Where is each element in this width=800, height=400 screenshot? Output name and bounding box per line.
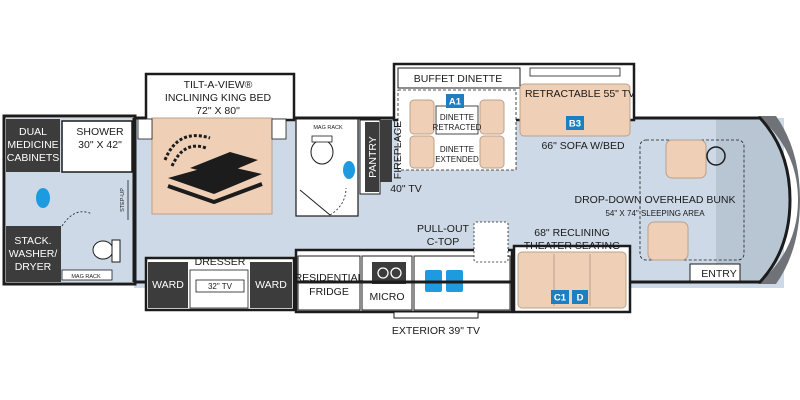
dinette-chair-3 [409, 135, 435, 169]
ward-left-box [148, 262, 188, 308]
badge-b3: B3 [569, 119, 581, 130]
rear-toilet-tank [111, 239, 121, 263]
retractable-tv-box [529, 67, 621, 77]
label-entry: ENTRY [701, 268, 736, 280]
label-fridge-1: RESIDENTIAL [295, 272, 364, 284]
bedroom-slide [144, 72, 296, 122]
burner-1 [377, 267, 389, 279]
driver-seat [665, 139, 707, 179]
dresser-tv-box [195, 279, 245, 293]
label-pantry: PANTRY [367, 136, 379, 178]
label-reclining-1: 68" RECLINING [534, 227, 610, 239]
label-bed-1: TILT-A-VIEW® [184, 79, 253, 91]
label-retractable-tv: RETRACTABLE 55" TV [525, 88, 635, 100]
mid-door-swing [299, 189, 331, 216]
label-stack-1: STACK. [14, 235, 51, 247]
label-shower-1: SHOWER [76, 126, 124, 138]
label-bed-3: 72" X 80" [196, 105, 240, 117]
ward-right-box [250, 262, 292, 308]
rear-toilet [92, 240, 114, 260]
pullout-ctop [473, 221, 509, 263]
washer-dryer [6, 226, 61, 282]
badge-c1-box [551, 290, 569, 304]
steering-wheel [706, 146, 726, 166]
mid-toilet [310, 139, 334, 165]
label-tv-40: 40" TV [390, 183, 422, 195]
label-stack-3: DRYER [15, 261, 52, 273]
shower [61, 120, 133, 173]
dinette-chair-4 [479, 135, 505, 169]
label-fridge-2: FRIDGE [309, 286, 349, 298]
label-dual-medicine-1: DUAL [19, 126, 47, 138]
label-bunk-2: 54" X 74" SLEEPING AREA [605, 209, 705, 218]
exterior-tv-box [393, 311, 479, 319]
dinette-chair-2 [479, 99, 505, 135]
bed-pillow-left [137, 118, 153, 140]
label-ward-left: WARD [152, 279, 184, 291]
label-micro: MICRO [370, 291, 405, 303]
badge-b3-box [566, 116, 584, 130]
label-bunk-1: DROP-DOWN OVERHEAD BUNK [574, 194, 735, 206]
label-mag-rack-bath: MAG RACK [313, 125, 343, 131]
label-dinette-retracted-1: DINETTE [440, 113, 474, 122]
medicine-cabinets [6, 119, 60, 172]
label-dresser: DRESSER [195, 256, 246, 268]
passenger-seat [647, 221, 689, 261]
theater-seats [517, 251, 627, 309]
label-tv-32: 32" TV [208, 282, 233, 291]
exterior-wall [134, 116, 792, 284]
cooktop [372, 262, 406, 284]
label-ward-right: WARD [255, 279, 287, 291]
badge-c1: C1 [554, 293, 567, 304]
badge-a1-box [446, 94, 464, 108]
label-dinette-retracted-2: RETRACTED [433, 123, 482, 132]
label-mag-rack-left: MAG RACK [71, 274, 101, 280]
fireplace-panel [365, 122, 379, 192]
mid-door-arc [329, 187, 347, 216]
fireplace-box [380, 120, 392, 182]
burner-2 [390, 267, 402, 279]
label-stack-2: WASHER/ [9, 248, 58, 260]
label-pullout-2: C-TOP [427, 236, 459, 248]
label-exterior-tv: EXTERIOR 39" TV [392, 325, 480, 337]
mag-rack-left-box [61, 269, 113, 281]
mid-toilet-tank [311, 135, 333, 143]
badge-d-box [572, 290, 588, 304]
label-dual-medicine-2: MEDICINE [7, 139, 58, 151]
bed-pillow-right [271, 118, 287, 140]
badge-d: D [577, 293, 584, 304]
dinette-chair-1 [409, 99, 435, 135]
label-dinette-extended-2: EXTENDED [435, 155, 479, 164]
sofa [519, 83, 631, 137]
label-fireplace: FIREPLACE [392, 121, 404, 179]
badge-a1: A1 [449, 97, 462, 108]
rear-door-swing [61, 211, 93, 227]
label-pullout-1: PULL-OUT [417, 223, 470, 235]
label-sofa: 66" SOFA W/BED [541, 140, 625, 152]
label-step-up: STEP-UP [120, 188, 126, 212]
label-reclining-2: THEATER SEATING [524, 240, 620, 252]
rear-sink [36, 188, 50, 208]
buffet-box [397, 67, 521, 89]
label-bed-2: INCLINING KING BED [165, 92, 272, 104]
label-buffet-dinette: BUFFET DINETTE [414, 73, 502, 85]
label-dinette-extended-1: DINETTE [440, 145, 474, 154]
cab-shade [716, 118, 790, 282]
label-dual-medicine-3: CABINETS [7, 152, 60, 164]
mid-sink [343, 161, 355, 179]
label-shower-2: 30" X 42" [78, 139, 122, 151]
bed-icon [163, 134, 263, 205]
